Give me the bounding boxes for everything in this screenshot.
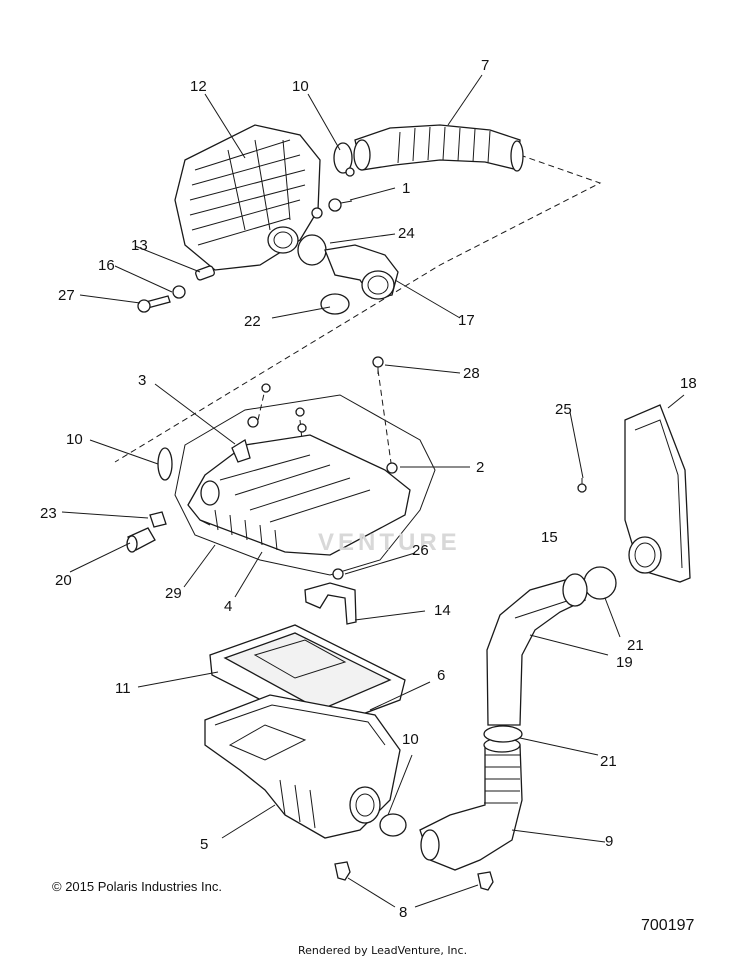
part-10-clamp-upper: [333, 142, 353, 174]
part-27-bolt: [137, 295, 171, 313]
callout-3: 3: [138, 372, 147, 389]
part-21-clamp-lower: [483, 725, 523, 743]
part-18-inlet: [624, 404, 691, 583]
callout-8: 8: [399, 904, 408, 921]
part-16-washer: [172, 285, 186, 299]
part-23-clip: [149, 511, 167, 528]
part-11-air-filter: [209, 624, 406, 731]
callout-6: 6: [437, 667, 446, 684]
callout-11: 11: [115, 680, 131, 697]
rendered-by-text: Rendered by LeadVenture, Inc.: [298, 944, 468, 957]
callout-1: 1: [402, 180, 411, 197]
callout-21-lower: 21: [600, 753, 617, 770]
callout-20: 20: [55, 572, 72, 589]
callout-10-middle: 10: [66, 431, 83, 448]
callout-12: 12: [190, 78, 207, 95]
callout-25: 25: [555, 401, 572, 418]
callout-7: 7: [481, 57, 490, 74]
part-29-lid-outline: [174, 394, 436, 576]
callout-5: 5: [200, 836, 209, 853]
part-17-elbow-duct: [324, 244, 399, 300]
part-10-clamp-lower: [379, 813, 407, 837]
callout-16: 16: [98, 257, 115, 274]
part-7-intake-duct: [353, 124, 524, 172]
callout-9: 9: [605, 833, 614, 850]
callout-13: 13: [131, 237, 148, 254]
callout-2: 2: [476, 459, 485, 476]
part-1-bolt: [328, 198, 353, 212]
part-5-lower-airbox: [204, 694, 401, 839]
part-3-tab: [231, 438, 251, 463]
callout-17: 17: [458, 312, 475, 329]
part-10-clamp-middle: [157, 447, 173, 481]
copyright-text: © 2015 Polaris Industries Inc.: [52, 879, 222, 894]
lid-screws: [247, 383, 307, 433]
leader-lines: [61, 74, 685, 908]
callout-22: 22: [244, 313, 261, 330]
part-26-screw: [332, 568, 344, 580]
part-22-clamp: [320, 293, 350, 315]
callout-19: 19: [616, 654, 633, 671]
callout-26: 26: [412, 542, 429, 559]
callout-23: 23: [40, 505, 57, 522]
callout-28: 28: [463, 365, 480, 382]
callout-21-upper: 21: [627, 637, 644, 654]
part-12-upper-airbox: [174, 124, 323, 271]
part-8-fastener-right: [477, 871, 494, 891]
part-25-screw: [577, 478, 587, 493]
diagram-id: 700197: [641, 917, 695, 934]
part-24-clamp: [297, 234, 327, 266]
callout-14: 14: [434, 602, 451, 619]
callout-24: 24: [398, 225, 415, 242]
part-14-bracket: [304, 582, 357, 625]
part-2-screw: [386, 462, 398, 474]
callout-18: 18: [680, 375, 697, 392]
callout-10-lower: 10: [402, 731, 419, 748]
callout-15: 15: [541, 529, 558, 546]
callout-27: 27: [58, 287, 75, 304]
watermark-text: VENTURE: [318, 529, 461, 556]
callout-10-upper: 10: [292, 78, 309, 95]
part-9-lower-duct: [419, 737, 523, 871]
part-8-fastener-left: [334, 861, 351, 881]
callout-29: 29: [165, 585, 182, 602]
part-21-clamp-upper: [583, 566, 617, 600]
part-4-airbox-lid: [187, 434, 411, 556]
part-28-screw: [372, 356, 384, 374]
part-13-spacer: [195, 265, 215, 281]
part-20-cap: [126, 527, 156, 553]
callout-4: 4: [224, 598, 233, 615]
clamp-screw: [345, 167, 355, 177]
part-15-coupler: [562, 573, 588, 607]
